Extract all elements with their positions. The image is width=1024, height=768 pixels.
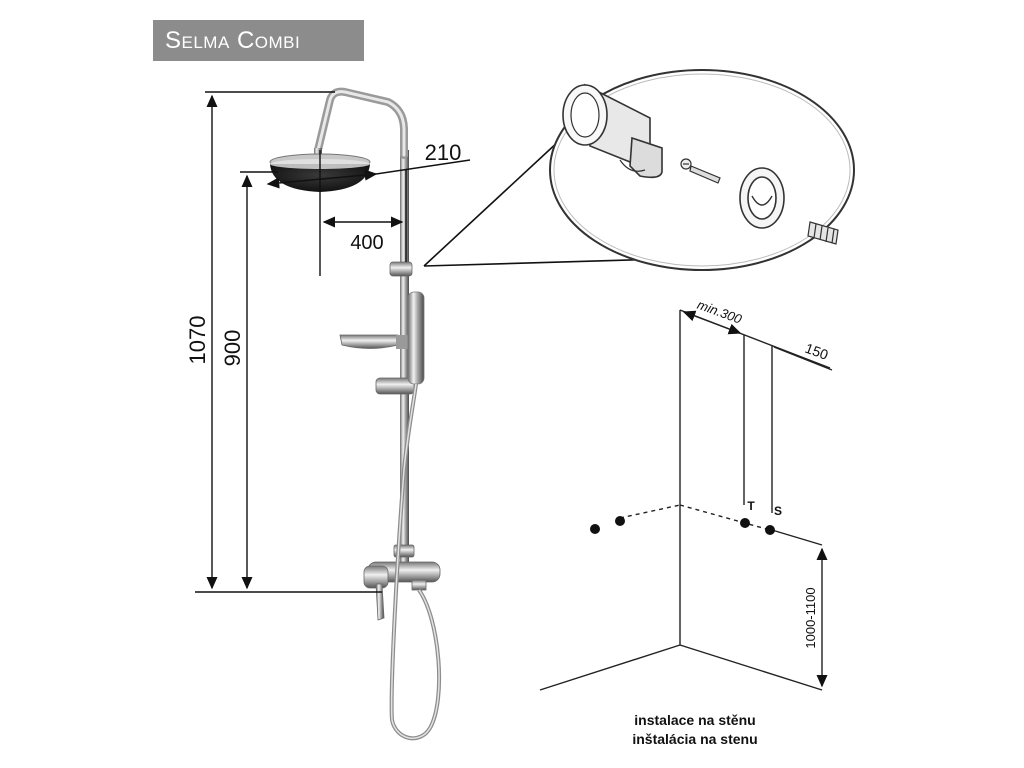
dim-mount-label: 1000-1100 (803, 587, 818, 648)
dim-min300-label: min.300 (695, 297, 744, 327)
riser-pipe (400, 150, 409, 580)
mixer-lever (375, 583, 385, 621)
dim-900-label: 900 (220, 330, 245, 367)
inlet-points (590, 516, 775, 535)
wall-plug-detail (807, 221, 839, 245)
dimension-lines (195, 91, 471, 593)
inlet-point (615, 516, 625, 526)
dim-150-label: 150 (803, 340, 831, 363)
wall-bracket (389, 261, 413, 277)
inlet-point-s (765, 525, 775, 535)
dim-210-label: 210 (425, 140, 462, 165)
dim-1070-label: 1070 (185, 316, 210, 365)
shower-hose (389, 383, 442, 741)
shower-column (269, 87, 442, 741)
dim-400-label: 400 (350, 232, 383, 254)
cover-ring-detail (739, 167, 785, 229)
detail-callout (423, 69, 855, 271)
inlet-s-label: S (774, 504, 782, 518)
screw-detail (680, 158, 721, 184)
inlet-point (590, 524, 600, 534)
soap-dish (339, 334, 399, 349)
bracket-detail (562, 83, 663, 179)
inlet-t-label: T (747, 499, 755, 513)
hand-shower (407, 291, 425, 385)
title-banner: Selma Combi (153, 20, 364, 61)
inlet-point-t (740, 518, 750, 528)
caption-cz: instalace na stěnu (634, 712, 756, 728)
product-title: Selma Combi (165, 27, 301, 54)
wall-diagram (539, 309, 833, 691)
caption-sk: inštalácia na stenu (632, 731, 758, 747)
